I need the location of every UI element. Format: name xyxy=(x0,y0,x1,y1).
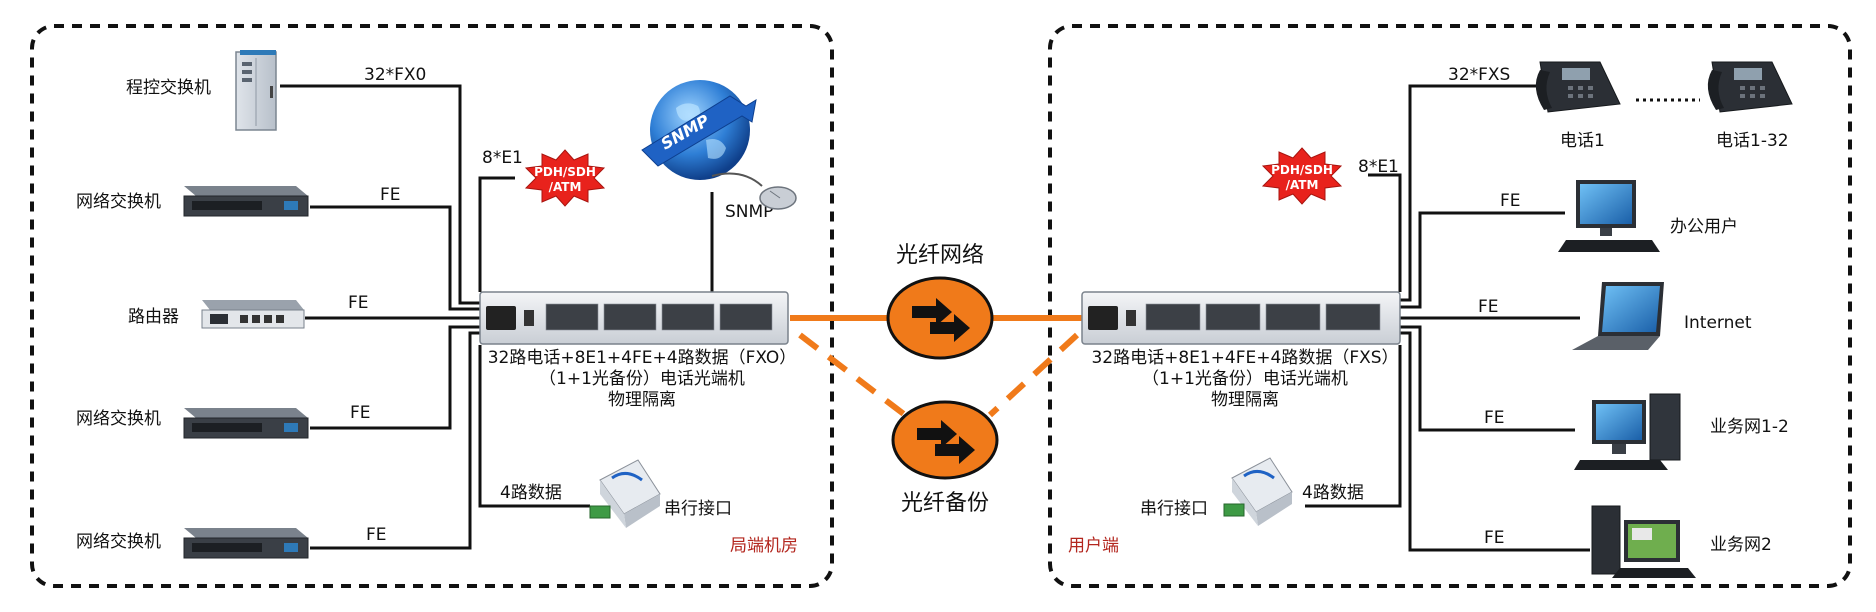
link-phones-label: 32*FXS xyxy=(1448,65,1510,85)
link-switch-3-label: FE xyxy=(366,525,387,545)
right-optical-terminal xyxy=(1081,291,1401,345)
right-burst-line-1: PDH/SDH xyxy=(1271,163,1333,177)
fiber-network-cloud xyxy=(886,276,994,360)
right-unit-desc-3: 物理隔离 xyxy=(1211,390,1279,410)
fiber-backup-cloud xyxy=(891,400,999,480)
internet-label: Internet xyxy=(1684,313,1752,333)
right-site-corner-label: 用户端 xyxy=(1068,536,1119,556)
arrow-right-icon xyxy=(935,436,975,464)
phone-1-label: 电话1 xyxy=(1560,131,1605,151)
fiber-backup-label: 光纤备份 xyxy=(901,491,989,516)
link-right-data-label: 4路数据 xyxy=(1302,483,1364,503)
arrow-right-icon xyxy=(917,420,957,448)
right-pdh-sdh-burst-icon: PDH/SDH /ATM xyxy=(1261,147,1343,205)
right-port-banks xyxy=(1145,303,1381,331)
link-switch-2-label: FE xyxy=(350,403,371,423)
right-unit-desc-2: （1+1光备份）电话光端机 xyxy=(1142,369,1348,389)
router-label: 路由器 xyxy=(128,307,179,327)
biz-1-label: 业务网1-2 xyxy=(1710,417,1789,437)
link-left-data-label: 4路数据 xyxy=(500,483,562,503)
left-port-banks xyxy=(545,303,773,331)
arrow-right-icon xyxy=(912,298,952,326)
switch-3-label: 网络交换机 xyxy=(76,532,161,552)
left-burst-line-1: PDH/SDH xyxy=(534,165,596,179)
phone-32-label: 电话1-32 xyxy=(1716,131,1789,151)
left-unit-desc-3: 物理隔离 xyxy=(608,390,676,410)
left-site-border xyxy=(30,24,834,588)
link-right-e1-label: 8*E1 xyxy=(1358,157,1399,177)
pbx-label: 程控交换机 xyxy=(126,78,211,98)
router-icon xyxy=(201,300,305,329)
laptop-icon xyxy=(1572,282,1664,350)
left-serial-label: 串行接口 xyxy=(664,499,732,519)
arrow-right-icon xyxy=(930,314,970,342)
right-serial-converter-icon xyxy=(1223,457,1293,526)
right-site-border xyxy=(1048,24,1852,588)
fiber-links xyxy=(790,315,1082,418)
link-biz-2-label: FE xyxy=(1484,528,1505,548)
left-optical-terminal xyxy=(479,291,789,345)
left-site-corner-label: 局端机房 xyxy=(730,536,798,556)
right-unit-desc-1: 32路电话+8E1+4FE+4路数据（FXS） xyxy=(1091,348,1398,368)
pbx-cabinet-icon xyxy=(235,50,277,131)
right-serial-label: 串行接口 xyxy=(1140,499,1208,519)
office-label: 办公用户 xyxy=(1670,217,1738,237)
network-switch-icon xyxy=(183,186,309,217)
link-switch-1-label: FE xyxy=(380,185,401,205)
left-wiring xyxy=(280,84,714,550)
link-office-label: FE xyxy=(1500,191,1521,211)
left-burst-line-2: /ATM xyxy=(549,180,582,194)
phone-icon xyxy=(1707,61,1793,113)
link-pbx-label: 32*FX0 xyxy=(364,65,426,85)
network-switch-icon xyxy=(183,408,309,439)
snmp-globe-icon: SNMP xyxy=(641,80,763,187)
left-pdh-sdh-burst-icon: PDH/SDH /ATM xyxy=(524,149,606,207)
link-internet-label: FE xyxy=(1478,297,1499,317)
office-monitor-icon xyxy=(1558,180,1660,252)
mouse-icon xyxy=(759,186,797,210)
left-unit-desc-2: （1+1光备份）电话光端机 xyxy=(539,369,745,389)
desktop-pc-icon xyxy=(1574,393,1681,470)
workstation-icon xyxy=(1591,505,1696,578)
left-unit-desc-1: 32路电话+8E1+4FE+4路数据（FXO） xyxy=(488,348,797,368)
switch-1-label: 网络交换机 xyxy=(76,192,161,212)
switch-2-label: 网络交换机 xyxy=(76,409,161,429)
biz-2-label: 业务网2 xyxy=(1710,535,1772,555)
left-serial-converter-icon xyxy=(589,459,661,528)
link-biz-1-label: FE xyxy=(1484,408,1505,428)
network-switch-icon xyxy=(183,528,309,559)
link-left-e1-label: 8*E1 xyxy=(482,148,523,168)
fiber-network-label: 光纤网络 xyxy=(896,243,984,268)
link-snmp-label: SNMP xyxy=(725,202,773,222)
link-router-label: FE xyxy=(348,293,369,313)
right-burst-line-2: /ATM xyxy=(1286,178,1319,192)
right-wiring xyxy=(1305,84,1590,552)
phone-icon xyxy=(1535,61,1621,113)
